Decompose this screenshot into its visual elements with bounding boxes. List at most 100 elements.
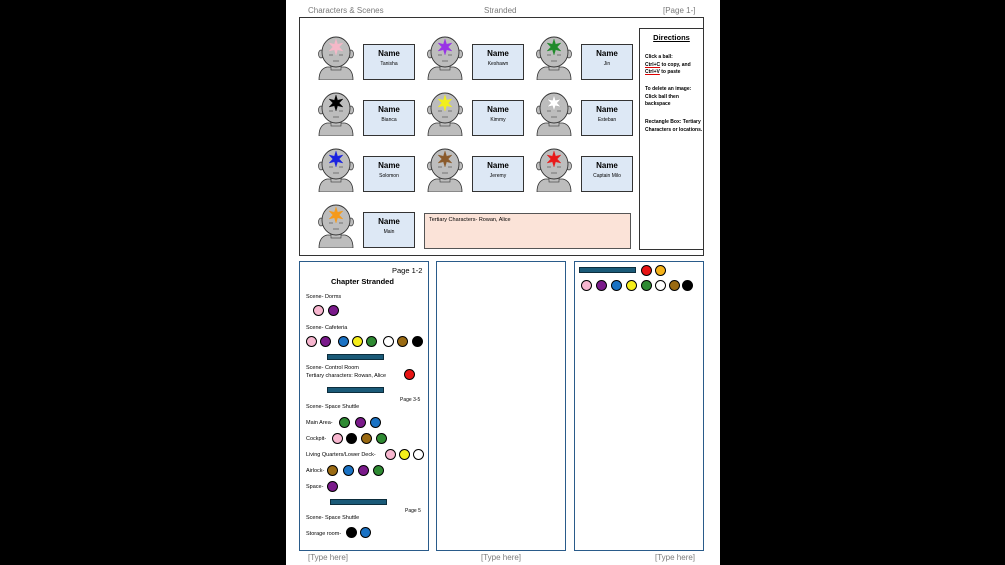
pink-ball[interactable] xyxy=(385,449,396,460)
character-name: Esteban xyxy=(597,117,617,123)
black-ball[interactable] xyxy=(346,433,357,444)
pink-ball[interactable] xyxy=(313,305,324,316)
orange-ball[interactable] xyxy=(655,265,666,276)
directions-delete-text: To delete an image: Click ball then back… xyxy=(645,86,692,107)
blue-ball[interactable] xyxy=(360,527,371,538)
red-ball[interactable] xyxy=(404,369,415,380)
green-ball[interactable] xyxy=(373,465,384,476)
living-quarters-label: Living Quarters/Lower Deck- xyxy=(306,452,376,458)
character-name: Tanisha xyxy=(380,61,398,67)
white-ball[interactable] xyxy=(655,280,666,291)
character-head-avatar xyxy=(427,36,463,80)
pink-ball[interactable] xyxy=(581,280,592,291)
blue-ball[interactable] xyxy=(338,336,349,347)
green-ball[interactable] xyxy=(376,433,387,444)
yellow-ball[interactable] xyxy=(352,336,363,347)
character-head-avatar xyxy=(318,148,354,192)
white-ball[interactable] xyxy=(413,449,424,460)
purple-ball[interactable] xyxy=(355,417,366,428)
directions-line1: Click a ball: xyxy=(645,54,673,60)
chapter-column: Page 1-2 Chapter Stranded Scene- Dorms S… xyxy=(299,261,429,551)
footer-center[interactable]: [Type here] xyxy=(481,553,522,562)
document-page: Characters & Scenes Stranded [Page 1-] D… xyxy=(286,0,720,565)
character-name: Jin xyxy=(603,61,611,67)
star-icon[interactable] xyxy=(437,38,453,56)
header-center[interactable]: Stranded xyxy=(484,6,517,15)
brown-ball[interactable] xyxy=(669,280,680,291)
palette-column xyxy=(574,261,704,551)
purple-ball[interactable] xyxy=(328,305,339,316)
scene-cafeteria-label: Scene- Cafeteria xyxy=(306,325,348,331)
directions-copy-text: Click a ball: Ctrl+C to copy, and Ctrl+V… xyxy=(645,54,703,77)
star-icon[interactable] xyxy=(328,38,344,56)
green-ball[interactable] xyxy=(641,280,652,291)
chapter-title: Chapter Stranded xyxy=(331,277,394,286)
palette-bar[interactable] xyxy=(579,267,636,273)
star-icon[interactable] xyxy=(546,150,562,168)
brown-ball[interactable] xyxy=(327,465,338,476)
white-ball[interactable] xyxy=(383,336,394,347)
yellow-ball[interactable] xyxy=(626,280,637,291)
black-ball[interactable] xyxy=(682,280,693,291)
paste-text: to paste xyxy=(659,69,681,75)
star-icon[interactable] xyxy=(546,38,562,56)
storage-room-label: Storage room- xyxy=(306,531,342,537)
blue-ball[interactable] xyxy=(370,417,381,428)
purple-ball[interactable] xyxy=(320,336,331,347)
name-label: Name xyxy=(487,161,509,170)
divider-bar[interactable] xyxy=(327,354,384,360)
directions-rectangle-text: Rectangle Box: Tertiary Characters or lo… xyxy=(645,119,703,133)
purple-ball[interactable] xyxy=(327,481,338,492)
directions-box: Directions Click a ball: Ctrl+C to copy,… xyxy=(639,28,704,250)
star-icon[interactable] xyxy=(328,150,344,168)
blue-ball[interactable] xyxy=(343,465,354,476)
yellow-ball[interactable] xyxy=(399,449,410,460)
blue-ball[interactable] xyxy=(611,280,622,291)
scene-space-shuttle-label: Scene- Space Shuttle xyxy=(306,404,360,410)
pink-ball[interactable] xyxy=(332,433,343,444)
pink-ball[interactable] xyxy=(306,336,317,347)
name-label: Name xyxy=(596,161,618,170)
cockpit-label: Cockpit- xyxy=(306,436,327,442)
character-name: Solomon xyxy=(379,173,399,179)
header-right[interactable]: [Page 1-] xyxy=(663,6,696,15)
brown-ball[interactable] xyxy=(361,433,372,444)
tertiary-characters-box[interactable]: Tertiary Characters- Rowan, Alice xyxy=(424,213,631,249)
name-label: Name xyxy=(378,105,400,114)
star-icon[interactable] xyxy=(437,94,453,112)
star-icon[interactable] xyxy=(546,94,562,112)
red-ball[interactable] xyxy=(641,265,652,276)
footer-right[interactable]: [Type here] xyxy=(655,553,696,562)
green-ball[interactable] xyxy=(339,417,350,428)
space-label: Space- xyxy=(306,484,324,490)
empty-column[interactable] xyxy=(436,261,566,551)
name-label: Name xyxy=(487,49,509,58)
purple-ball[interactable] xyxy=(596,280,607,291)
star-icon[interactable] xyxy=(328,206,344,224)
purple-ball[interactable] xyxy=(358,465,369,476)
character-name: Bianca xyxy=(381,117,397,123)
star-icon[interactable] xyxy=(328,94,344,112)
black-ball[interactable] xyxy=(346,527,357,538)
paste-key: Ctrl+V xyxy=(645,69,660,75)
name-label: Name xyxy=(487,105,509,114)
green-ball[interactable] xyxy=(366,336,377,347)
brown-ball[interactable] xyxy=(397,336,408,347)
divider-bar[interactable] xyxy=(330,499,387,505)
header-left[interactable]: Characters & Scenes xyxy=(308,6,384,15)
footer-left[interactable]: [Type here] xyxy=(308,553,349,562)
divider-bar[interactable] xyxy=(327,387,384,393)
character-head-avatar xyxy=(536,36,572,80)
star-icon[interactable] xyxy=(437,150,453,168)
black-ball[interactable] xyxy=(412,336,423,347)
